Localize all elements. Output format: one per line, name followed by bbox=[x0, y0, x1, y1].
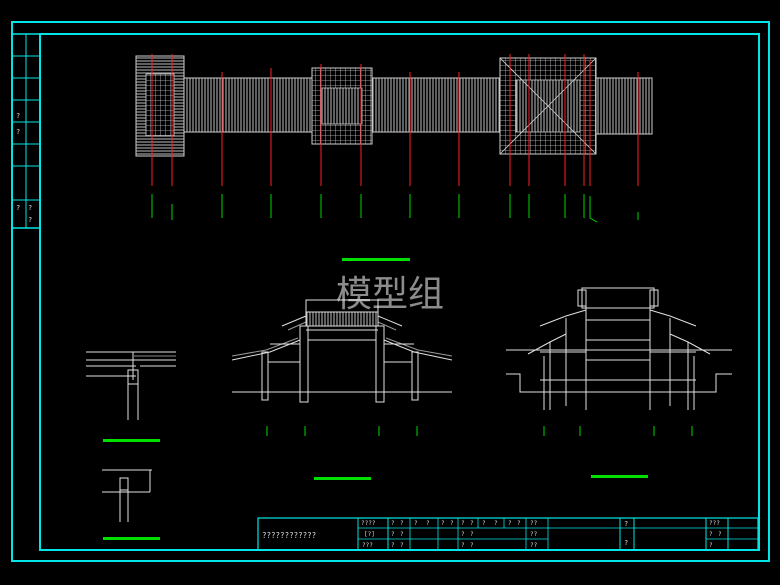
title-project-name: ???????????? bbox=[262, 531, 316, 540]
title-right-mark-2: ? bbox=[624, 539, 628, 547]
elevation-center-ticks bbox=[266, 426, 418, 436]
detail-section-2 bbox=[102, 469, 152, 522]
strip-mark-a: ? bbox=[16, 204, 20, 212]
strip-mark-c: ? bbox=[28, 216, 32, 224]
title-cell: ? bbox=[494, 520, 498, 527]
title-cell: ? bbox=[461, 520, 465, 527]
elevation-right-ticks bbox=[543, 426, 693, 436]
title-label-c: ??? bbox=[362, 542, 373, 549]
axis-lines bbox=[151, 54, 639, 186]
elevation-right-title-bar bbox=[591, 475, 648, 478]
title-cell: ?? bbox=[530, 542, 538, 549]
roof-plan bbox=[135, 55, 653, 157]
title-far-right-3: ? bbox=[718, 531, 722, 538]
title-cell: ?? bbox=[530, 520, 538, 527]
title-label-a: ???? bbox=[361, 520, 376, 527]
title-cell: ? bbox=[391, 531, 395, 538]
strip-mark-b: ? bbox=[28, 204, 32, 212]
title-cell: ? bbox=[400, 542, 404, 549]
title-cell: ? bbox=[400, 531, 404, 538]
detail-1-title-bar bbox=[103, 439, 160, 442]
plan-title-bar bbox=[342, 258, 410, 261]
detail-2-title-bar bbox=[103, 537, 160, 540]
title-cell: ? bbox=[400, 520, 404, 527]
detail-section-1 bbox=[86, 351, 176, 420]
title-far-right-4: ? bbox=[709, 542, 713, 549]
plan-dimension-ticks bbox=[151, 194, 639, 223]
title-cell: ? bbox=[508, 520, 512, 527]
title-far-right-1: ??? bbox=[709, 520, 720, 527]
title-far-right-2: ? bbox=[709, 531, 713, 538]
strip-mark-top: ? bbox=[16, 112, 20, 120]
title-cell: ? bbox=[470, 531, 474, 538]
title-cell: ? bbox=[470, 520, 474, 527]
title-cell: ? bbox=[461, 531, 465, 538]
title-cell: ? bbox=[391, 520, 395, 527]
elevation-center bbox=[231, 299, 453, 403]
left-binding-strip: ? ? ? ? ? bbox=[11, 33, 41, 229]
title-cell: ? bbox=[470, 542, 474, 549]
elevation-right bbox=[506, 287, 732, 410]
title-cell: ? bbox=[517, 520, 521, 527]
title-cell: ? bbox=[414, 520, 418, 527]
title-cell: ? bbox=[482, 520, 486, 527]
title-cell: ? bbox=[441, 520, 445, 527]
title-block: ???????????? ???? [?] ??? ? ? ? ? ? ? ? … bbox=[257, 517, 759, 551]
watermark-text: 模型组 bbox=[336, 274, 444, 315]
strip-mark-mid: ? bbox=[16, 128, 20, 136]
title-right-mark-1: ? bbox=[624, 520, 628, 528]
title-cell: ? bbox=[426, 520, 430, 527]
outer-frame bbox=[11, 21, 770, 562]
title-cell: ? bbox=[461, 542, 465, 549]
title-cell: ? bbox=[391, 542, 395, 549]
title-label-b: [?] bbox=[364, 531, 375, 538]
title-cell: ? bbox=[450, 520, 454, 527]
elevation-center-title-bar bbox=[314, 477, 371, 480]
title-cell: ?? bbox=[530, 531, 538, 538]
